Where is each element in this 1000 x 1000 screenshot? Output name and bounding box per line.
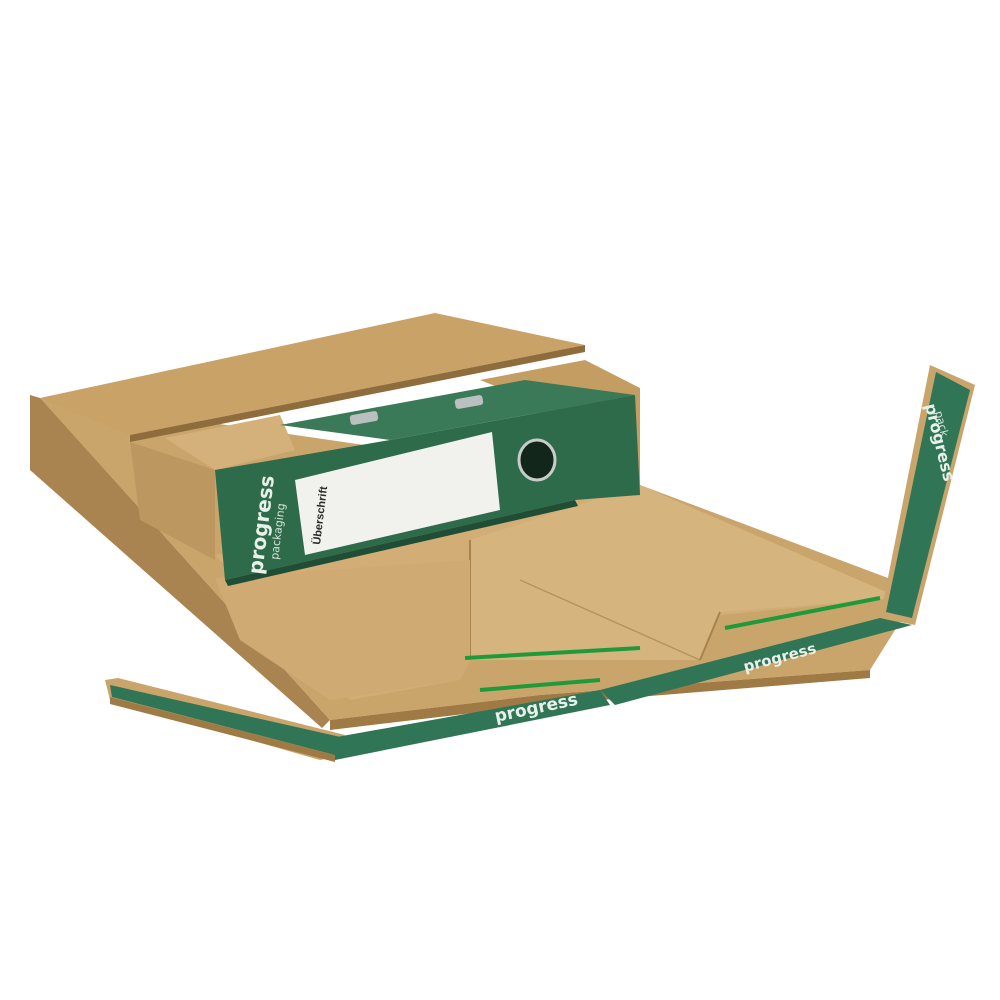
box-lid-edge	[130, 345, 585, 442]
back-flap	[165, 415, 295, 470]
adhesive-strip-line	[724, 596, 881, 630]
box-lid	[40, 313, 585, 435]
binder-ring-mechanism	[454, 395, 484, 409]
left-strip-edge	[110, 697, 335, 762]
right-strip-green-band	[886, 372, 970, 618]
fold-crease	[699, 611, 721, 661]
left-strip-green-band	[110, 685, 345, 755]
binder-ring-mechanism	[349, 411, 379, 425]
box-side-wall	[130, 442, 215, 560]
fold-crease	[519, 579, 701, 661]
right-fold-flap	[470, 485, 900, 660]
binder-finger-hole	[519, 440, 555, 480]
right-strip-brand-sub: pack	[932, 410, 951, 439]
adhesive-strip-line	[464, 646, 641, 660]
binder-finger-hole-rim	[517, 438, 557, 482]
binder-top	[280, 380, 635, 440]
binder-bottom-edge	[225, 500, 578, 586]
binder-spine-label	[295, 432, 500, 555]
left-closing-strip-long	[320, 690, 610, 760]
left-inner-flap	[215, 560, 470, 700]
right-strip-bottom	[600, 618, 912, 705]
adhesive-strip-line	[479, 678, 601, 692]
